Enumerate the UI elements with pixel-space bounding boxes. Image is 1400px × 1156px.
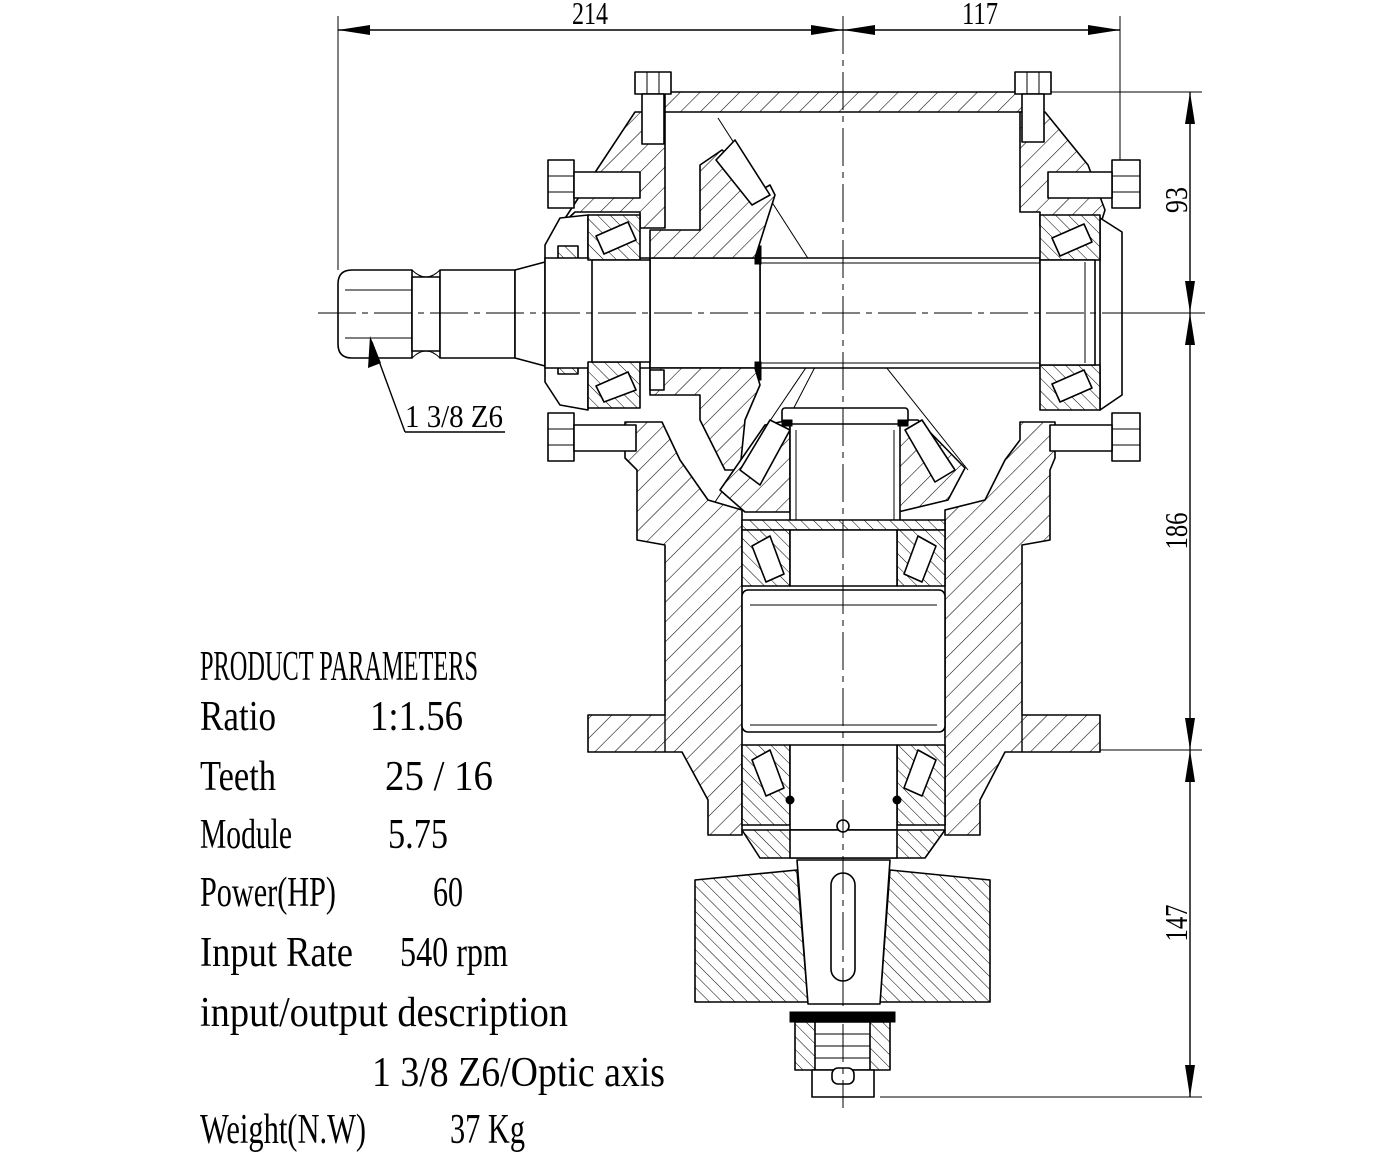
param-ratio-label: Ratio: [200, 694, 276, 740]
dimension-lines: [337, 16, 1202, 1098]
upper-housing-left: [559, 111, 666, 229]
param-module-value: 5.75: [388, 812, 448, 858]
right-bearing-lower-roller: [1051, 369, 1093, 403]
param-teeth-value: 25 / 16: [385, 754, 493, 800]
left-bearing-inner-race: [591, 259, 651, 363]
top-cover-plate: [664, 91, 1031, 113]
pinion-gear-tooth: [715, 139, 771, 206]
hub-left: [694, 869, 809, 1003]
param-ratio-value: 1:1.56: [370, 694, 463, 740]
bolt-right-lower: [1049, 412, 1141, 462]
vertical-bearing-upper-right-roller: [903, 535, 937, 583]
dimension-214: 214: [572, 0, 608, 31]
param-power-value: 60: [433, 870, 463, 916]
input-shaft-callout-label: 1 3/8 Z6: [405, 398, 503, 434]
right-bearing-upper-roller: [1051, 223, 1093, 257]
vertical-bearing-upper-left-roller: [751, 535, 785, 583]
param-weight-value: 37 Kg: [450, 1107, 525, 1153]
vertical-bearing-lower-left-roller: [751, 749, 785, 797]
right-bearing-cap: [1099, 217, 1123, 411]
bolt-right-upper: [1047, 159, 1141, 209]
param-input-rate-label: Input Rate: [200, 930, 353, 976]
dimension-117: 117: [962, 0, 998, 31]
param-teeth-label: Teeth: [200, 754, 276, 800]
pinion-gear-lower: [649, 367, 761, 471]
param-description-label: input/output description: [200, 990, 568, 1036]
param-module-label: Module: [200, 812, 292, 858]
left-bearing-lower-roller: [595, 371, 637, 403]
output-shaft-upper: [789, 419, 901, 531]
parameters-title: PRODUCT PARAMETERS: [200, 644, 478, 690]
dimension-93: 93: [1158, 187, 1194, 213]
bolt-top-right: [1014, 71, 1052, 143]
bolt-left-lower: [547, 412, 637, 462]
param-input-rate-value: 540 rpm: [400, 930, 508, 976]
param-power-label: Power(HP): [200, 870, 336, 916]
dimension-147: 147: [1158, 905, 1194, 942]
lower-housing-left: [587, 421, 743, 836]
bolt-top-left: [634, 71, 672, 145]
input-shaft-callout: [368, 336, 505, 433]
pinion-spacer: [649, 369, 665, 391]
lower-housing-right: [944, 421, 1101, 836]
product-parameters: PRODUCT PARAMETERS Ratio 1:1.56 Teeth 25…: [200, 644, 665, 1153]
dimension-186: 186: [1158, 513, 1194, 550]
hub-right: [879, 869, 991, 1003]
param-weight-label: Weight(N.W): [200, 1107, 366, 1153]
pinion-gear-upper: [649, 149, 776, 259]
output-shaft-cap: [781, 407, 909, 425]
left-bearing-upper-roller: [595, 221, 637, 255]
bolt-left-upper: [547, 159, 641, 209]
vertical-bearing-lower-right-roller: [903, 749, 937, 797]
param-description-value: 1 3/8 Z6/Optic axis: [372, 1050, 665, 1096]
crown-gear-tooth-right: [904, 419, 956, 483]
